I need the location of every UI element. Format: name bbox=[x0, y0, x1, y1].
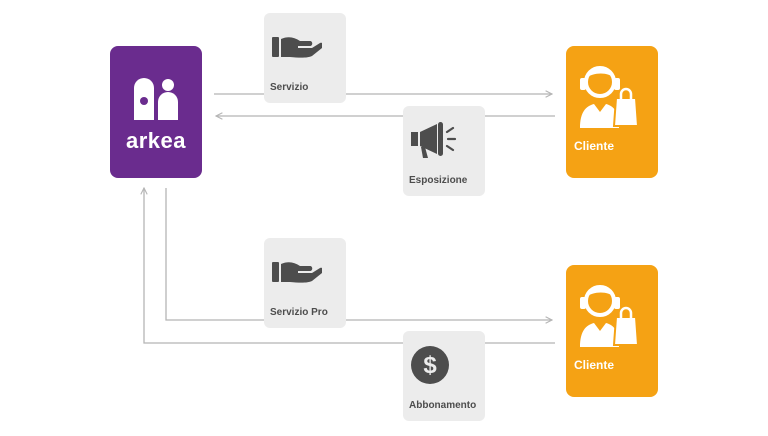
flow-card-servizio: Servizio bbox=[264, 13, 346, 103]
arrow-servizio-pro bbox=[165, 188, 552, 320]
cliente-box-1: Cliente bbox=[566, 46, 658, 178]
arkea-box: arkea bbox=[110, 46, 202, 178]
flow-label-abbonamento: Abbonamento bbox=[409, 400, 477, 411]
cliente-label-2: Cliente bbox=[574, 358, 615, 372]
megaphone-icon bbox=[411, 122, 457, 158]
flow-label-servizio-pro: Servizio Pro bbox=[270, 307, 328, 318]
cliente-label-1: Cliente bbox=[574, 139, 615, 153]
flow-label-esposizione: Esposizione bbox=[409, 175, 468, 186]
flow-card-esposizione: Esposizione bbox=[403, 106, 485, 196]
flow-card-abbonamento: $ Abbonamento bbox=[403, 331, 485, 421]
flow-label-servizio: Servizio bbox=[270, 82, 309, 93]
customer-shopping-bag-icon bbox=[580, 66, 640, 128]
customer-shopping-bag-icon bbox=[580, 285, 640, 347]
hand-offer-icon bbox=[272, 262, 322, 283]
cliente-box-2: Cliente bbox=[566, 265, 658, 397]
arkea-wordmark: arkea bbox=[125, 128, 186, 153]
flow-card-servizio-pro: Servizio Pro bbox=[264, 238, 346, 328]
arkea-logo-icon bbox=[134, 78, 178, 120]
svg-text:$: $ bbox=[423, 352, 437, 379]
dollar-coin-icon: $ bbox=[411, 346, 449, 384]
hand-offer-icon bbox=[272, 37, 322, 58]
